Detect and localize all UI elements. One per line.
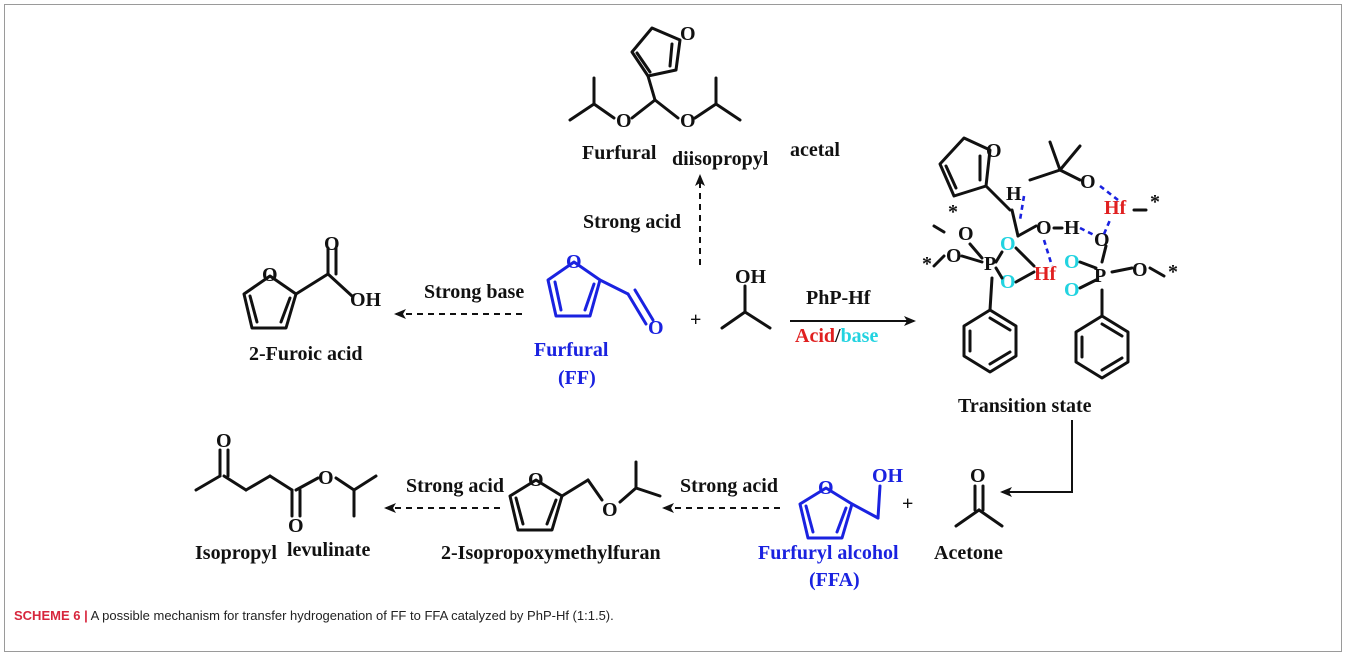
ts-phosphoryl-oxygen-right-bottom: O [1064,279,1080,301]
transition-state-label: Transition state [958,395,1092,417]
label-strong-acid-left1: Strong acid [406,475,504,497]
caption-text: A possible mechanism for transfer hydrog… [87,608,614,623]
ffa-hydroxyl: OH [872,465,904,487]
furoic-ring-oxygen: O [262,264,278,286]
ts-star-left: * [922,253,932,275]
furfural-abbrev: (FF) [558,367,596,389]
ffa-abbrev: (FFA) [809,569,860,591]
ether-ring-oxygen: O [528,469,544,491]
acetal-label-part3: acetal [790,139,840,161]
furoic-carbonyl-oxygen: O [324,233,340,255]
isopropanol-hydroxyl: OH [735,266,767,288]
figure-caption: SCHEME 6 | A possible mechanism for tran… [14,608,614,623]
isopropyl-levulinate-structure: O O O [194,430,378,537]
ts-phosphorus-right: P [1094,265,1106,287]
isopropoxymethylfuran-label: 2-Isopropoxymethylfuran [441,542,661,564]
ts-star-ring: * [948,201,958,223]
ffa-ring-oxygen: O [818,477,834,499]
plus-sign-2: + [902,493,913,515]
furfural-aldehyde-oxygen: O [648,317,664,339]
label-strong-base: Strong base [424,281,524,303]
acetal-oxygen-right: O [680,110,696,132]
ts-phosphoryl-oxygen-left-bottom: O [1000,271,1016,293]
acid-base-label: Acid/base [795,325,878,347]
label-strong-acid-left2: Strong acid [680,475,778,497]
levulinate-carbonyl-oxygen: O [288,515,304,537]
furfural-structure: O O [546,251,664,339]
furfuryl-alcohol-label: Furfuryl alcohol [758,542,899,564]
furfural-label: Furfural [534,339,609,361]
caption-tag: SCHEME 6 | [14,608,88,623]
arrow-to-acetone [1000,420,1073,497]
furfural-ring-oxygen: O [566,251,582,273]
ts-hydride-h: H [1006,183,1022,205]
acetal-structure: O O O [568,23,742,132]
transition-state-structure: O H O O Hf * H O * O P * O O O [922,136,1178,380]
levulinate-label-part1: Isopropyl [195,542,277,564]
ts-bridging-oxygen: O [1094,229,1110,251]
acetal-oxygen-left: O [616,110,632,132]
ts-carbonyl-oxygen: O [1036,217,1052,239]
furoic-acid-structure: O O OH [242,233,382,330]
catalyst-label: PhP-Hf [806,287,871,309]
ts-bridging-h: H [1064,217,1080,239]
ts-hafnium-top: Hf [1104,197,1127,219]
acetone-label: Acetone [934,542,1003,564]
acetone-structure: O [954,465,1004,528]
ts-phosphorus-left: P [984,253,996,275]
acetal-label-part2: diisopropyl [672,148,769,170]
acetone-oxygen: O [970,465,986,487]
ether-oxygen: O [602,499,618,521]
furoic-acid-label: 2-Furoic acid [249,343,363,365]
ts-phosphoryl-oxygen-right-top: O [1064,251,1080,273]
isopropoxymethylfuran-structure: O O [508,460,662,532]
ts-methoxy-oxygen-top: O [958,223,974,245]
label-strong-acid-up: Strong acid [583,211,681,233]
levulinate-label-part2: levulinate [287,539,370,561]
ts-isopropoxide-oxygen: O [1080,171,1096,193]
ts-star-right: * [1168,261,1178,283]
ts-star-top-right: * [1150,191,1160,213]
ts-phosphoryl-oxygen-left-top: O [1000,233,1016,255]
furoic-hydroxyl: OH [350,289,382,311]
ts-methoxy-oxygen-right: O [1132,259,1148,281]
ts-hafnium-center: Hf [1034,263,1057,285]
levulinate-ketone-oxygen: O [216,430,232,452]
furfuryl-alcohol-structure: O OH [798,465,904,540]
ts-furan-oxygen: O [986,140,1002,162]
ts-methoxy-oxygen-left: O [946,245,962,267]
isopropanol-structure: OH [720,266,772,330]
acetal-label-part1: Furfural [582,142,657,164]
acetal-ring-oxygen: O [680,23,696,45]
plus-sign-1: + [690,309,701,331]
levulinate-ester-oxygen: O [318,467,334,489]
